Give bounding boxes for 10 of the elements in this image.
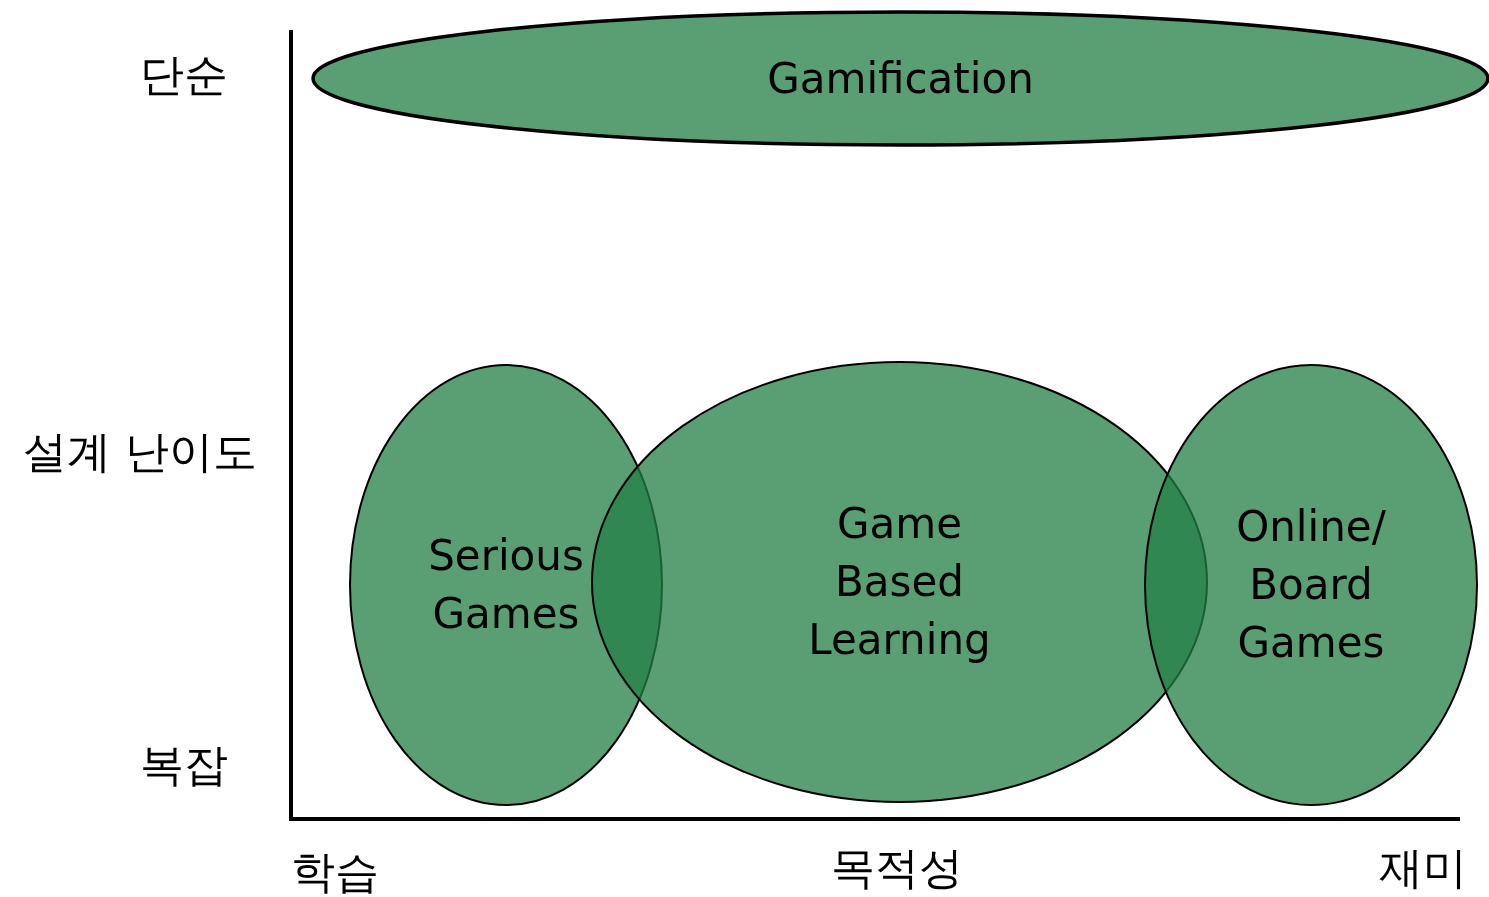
ellipse-label: Online/ Board Games <box>1235 501 1387 669</box>
axis-label: 복잡 <box>140 737 228 792</box>
ellipse-label: Serious Games <box>427 530 585 640</box>
axis-label: 목적성 <box>831 840 963 895</box>
axis-label: 학습 <box>291 844 379 897</box>
ellipse-label: Gamification <box>766 52 1035 105</box>
axis-label: 재미 <box>1379 840 1467 895</box>
axis-label: 단순 <box>140 47 228 102</box>
ellipse-label: Game Based Learning <box>807 498 992 666</box>
axis-label: 설계 난이도 <box>23 424 257 479</box>
